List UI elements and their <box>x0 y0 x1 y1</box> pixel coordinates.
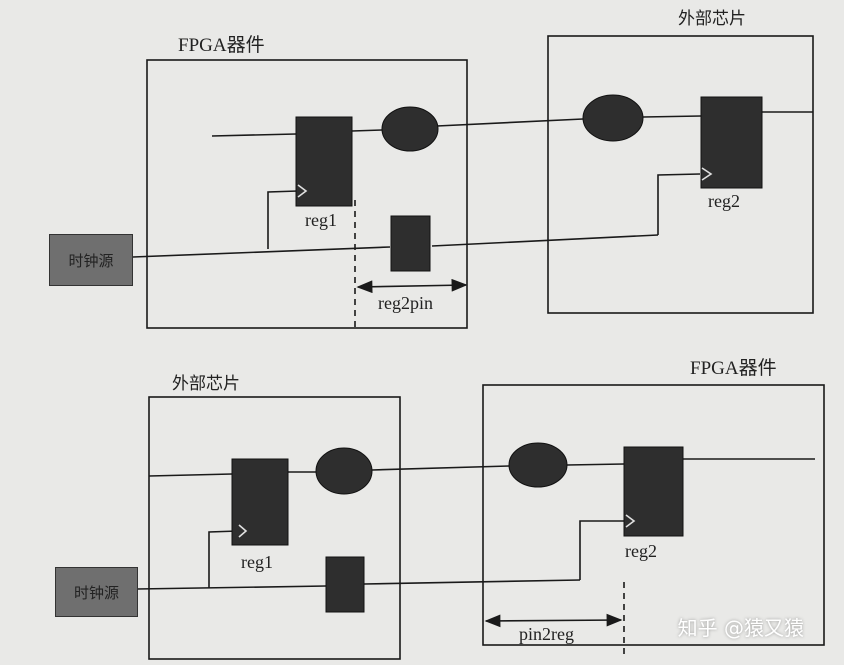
bottom-reg1-label: reg1 <box>241 552 273 572</box>
top-reg1-clock-pin-icon <box>297 184 308 198</box>
bottom-reg1-block <box>231 458 289 546</box>
top-clock-source: 时钟源 <box>49 234 133 286</box>
bottom-clock-source: 时钟源 <box>55 567 138 617</box>
bottom-external-chip-title: 外部芯片 <box>172 374 240 394</box>
top-fpga-chip-box <box>146 59 468 329</box>
top-logic-cloud-1 <box>381 106 439 152</box>
top-delay-label: reg2pin <box>378 293 433 313</box>
bottom-external-chip-box <box>148 396 401 660</box>
top-diagram <box>132 35 814 329</box>
bottom-logic-cloud-2 <box>508 442 568 488</box>
bottom-reg2-label: reg2 <box>625 541 657 561</box>
bottom-delay-label: pin2reg <box>519 624 574 644</box>
watermark: 知乎 @猿又猿 <box>677 616 804 640</box>
top-external-chip-title: 外部芯片 <box>678 9 746 29</box>
top-logic-cloud-2 <box>582 94 644 142</box>
bottom-fpga-chip-box <box>482 384 825 646</box>
top-external-chip-box <box>547 35 814 314</box>
top-reg2-block <box>700 96 763 189</box>
top-reg2-label: reg2 <box>708 191 740 211</box>
top-output-buffer-block <box>390 215 431 272</box>
top-fpga-chip-title: FPGA器件 <box>178 35 265 56</box>
bottom-fpga-chip-title: FPGA器件 <box>690 358 777 379</box>
bottom-diagram <box>136 384 825 660</box>
bottom-reg2-clock-pin-icon <box>625 514 636 528</box>
bottom-output-buffer-block <box>325 556 365 613</box>
top-reg1-label: reg1 <box>305 210 337 230</box>
top-reg2-clock-pin-icon <box>701 167 713 181</box>
bottom-logic-cloud-1 <box>315 447 373 495</box>
bottom-reg1-clock-pin-icon <box>238 524 248 538</box>
